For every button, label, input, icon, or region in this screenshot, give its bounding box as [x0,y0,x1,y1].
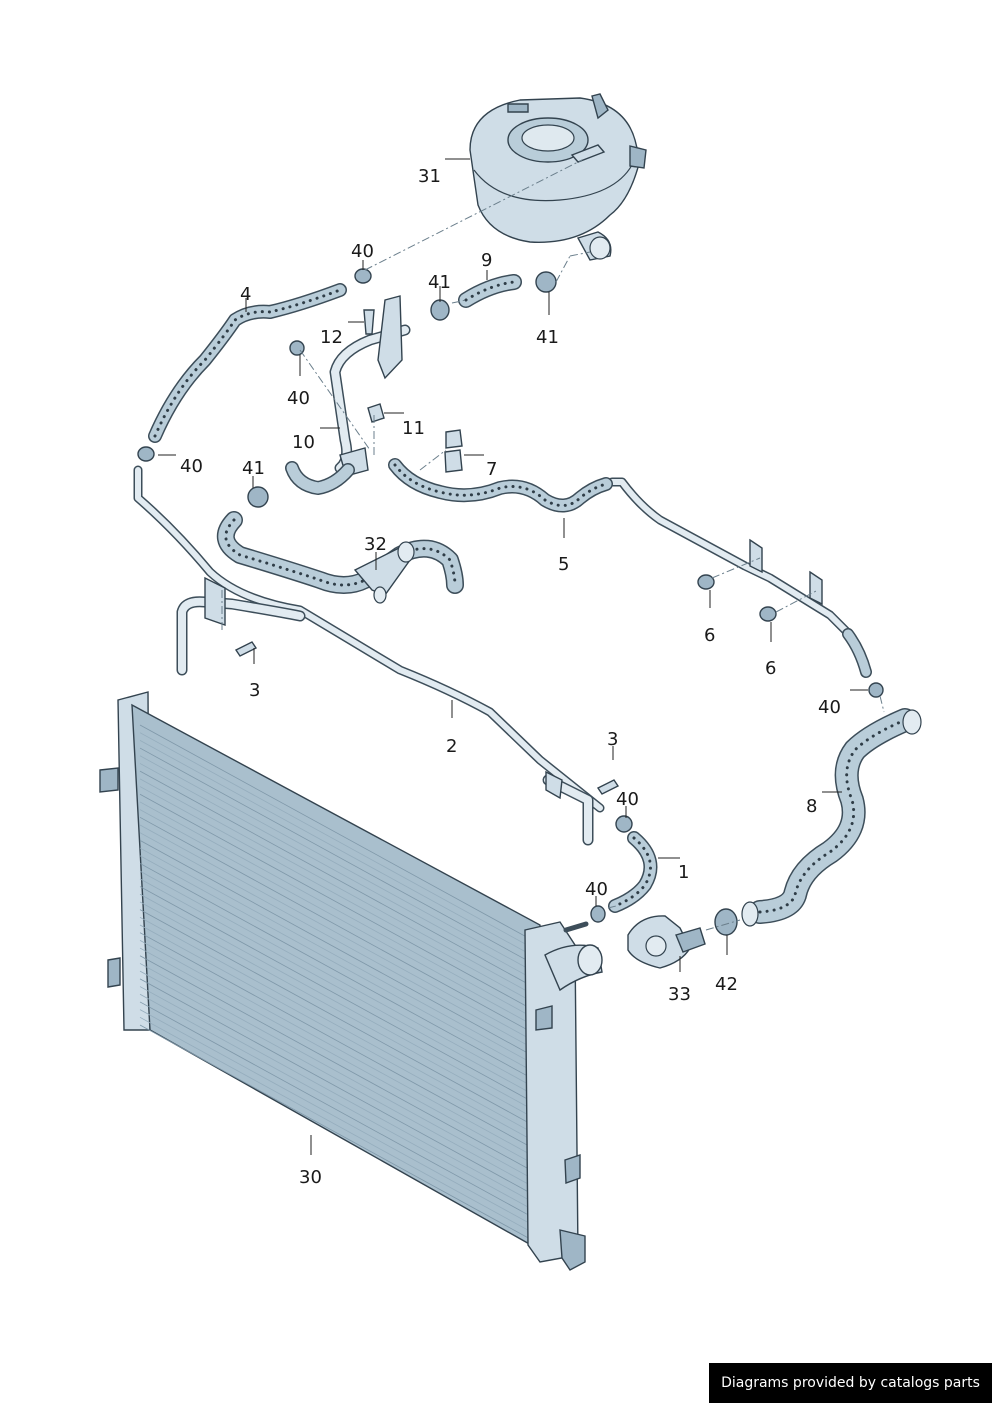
callout-3: 3 [607,729,618,750]
callout-41: 41 [242,458,265,479]
radiator-fin [139,847,533,1064]
radiator-fin [139,909,533,1125]
radiator-fins [139,724,533,1241]
callout-31: 31 [418,166,441,187]
callout-6: 6 [704,625,715,646]
radiator-fin [139,732,533,949]
callout-2: 2 [446,736,457,757]
callout-41: 41 [536,327,559,348]
radiator-fin [139,878,533,1095]
radiator-fin [139,947,533,1164]
radiator-fin [139,816,533,1033]
callout-7: 7 [486,459,497,480]
callout-9: 9 [481,250,492,271]
brackets [204,295,823,800]
radiator-fin [139,993,533,1210]
radiator-fin [139,916,533,1133]
callout-41: 41 [428,272,451,293]
metal-pipes [133,324,855,846]
assembly-lines [221,159,885,931]
radiator-fin [139,1024,533,1241]
callout-40: 40 [351,241,374,262]
callout-40: 40 [616,789,639,810]
radiator-fin [139,1016,533,1233]
callout-5: 5 [558,554,569,575]
radiator-fin [139,970,533,1187]
callout-1: 1 [678,862,689,883]
connectors [353,541,922,969]
radiator-fin [139,755,533,972]
radiator-fin [139,747,533,964]
radiator-fin [139,986,533,1202]
callout-11: 11 [402,418,425,439]
radiator-fin [139,809,533,1025]
callout-8: 8 [806,796,817,817]
radiator-fin [139,924,533,1141]
radiator-fin [139,1009,533,1225]
callout-40: 40 [287,388,310,409]
radiator-fin [139,870,533,1087]
radiator-fin [139,1001,533,1218]
callout-30: 30 [299,1167,322,1188]
expansion-tank [469,93,647,261]
radiator-fin [139,778,533,995]
radiator-fin [139,824,533,1041]
radiator-fin [139,886,533,1102]
radiator-fin [139,793,533,1010]
credit-text: Diagrams provided by catalogs parts [721,1375,980,1391]
radiator-fin [139,801,533,1018]
radiator-fin [139,832,533,1049]
callout-40: 40 [585,879,608,900]
radiator-fin [139,893,533,1110]
callout-4: 4 [240,284,251,305]
radiator-fin [139,863,533,1079]
callout-42: 42 [715,974,738,995]
callout-6: 6 [765,658,776,679]
radiator-fin [139,932,533,1149]
radiator-fin [139,840,533,1056]
radiator-fin [139,786,533,1002]
rubber-hoses [148,274,917,924]
callout-3: 3 [249,680,260,701]
callout-33: 33 [668,984,691,1005]
radiator [99,691,603,1271]
radiator-fin [139,963,533,1179]
callout-32: 32 [364,534,387,555]
credit-banner: Diagrams provided by catalogs parts [709,1363,992,1403]
radiator-fin [139,724,533,941]
callout-12: 12 [320,327,343,348]
radiator-fin [139,955,533,1172]
callout-40: 40 [180,456,203,477]
callout-40: 40 [818,697,841,718]
radiator-fin [139,740,533,956]
radiator-fin [139,763,533,979]
radiator-fin [139,901,533,1118]
radiator-fin [139,940,533,1156]
radiator-fin [139,978,533,1195]
radiator-fin [139,770,533,987]
radiator-fin [139,855,533,1072]
callout-labels: 31 40 9 41 41 4 12 40 11 10 40 41 7 5 32… [158,158,868,1188]
callout-10: 10 [292,432,315,453]
